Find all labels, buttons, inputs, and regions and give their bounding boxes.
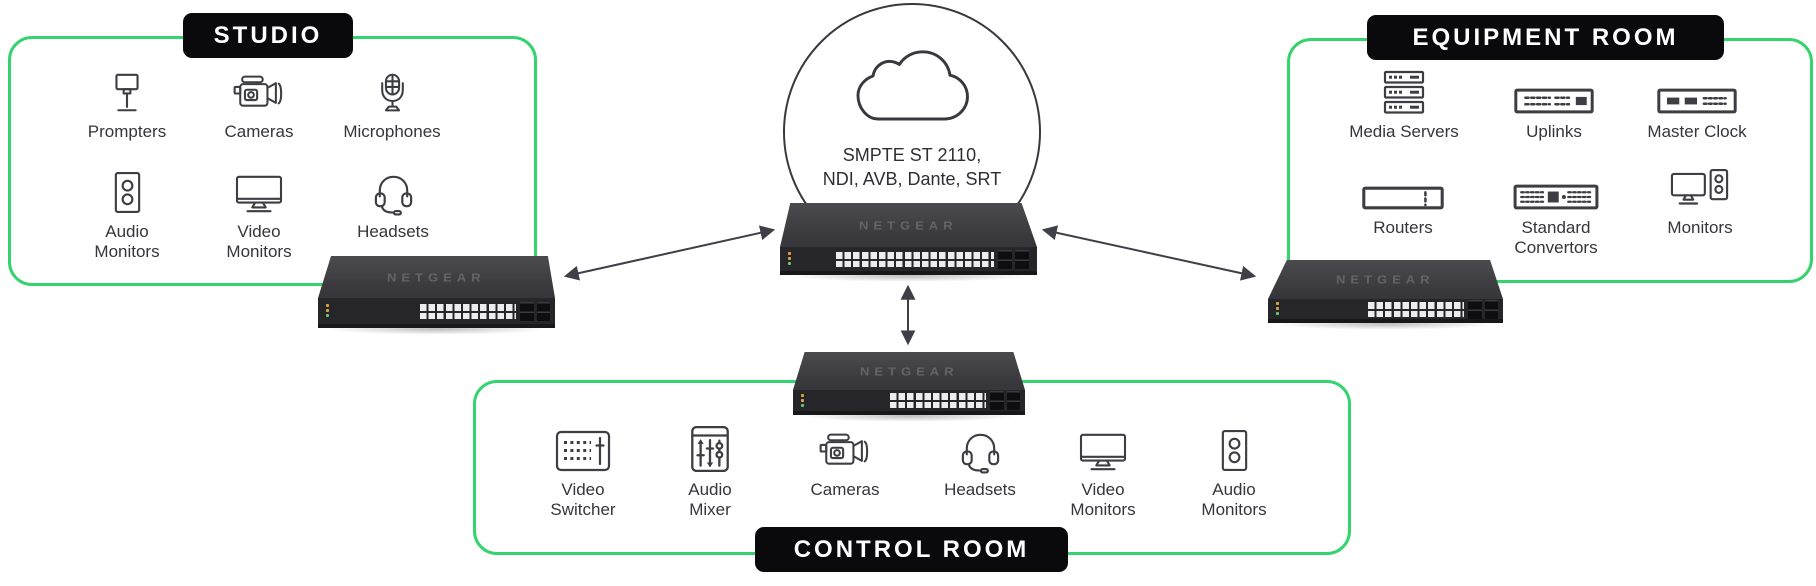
item-label: Audio Mixer [688,480,732,520]
core-network-switch: NETGEAR [780,203,1037,282]
item-label: Master Clock [1647,122,1747,141]
item-label: Headsets [357,222,429,241]
sfp-ports [1468,299,1498,319]
status-leds [1273,301,1287,317]
arrow-core-equipment [1041,225,1257,281]
status-leds [785,251,799,267]
item-label: Media Servers [1349,122,1459,141]
equipment-item-monitors: Monitors [1625,160,1775,238]
sfp-ports [998,249,1032,269]
studio-switch: NETGEAR [318,256,555,335]
status-leds [798,393,812,409]
item-label: Cameras [810,480,880,499]
item-label: Audio Monitors [1201,480,1267,520]
control-item-cameras: Cameras [770,422,920,500]
studio-item-audio-monitors: Audio Monitors [52,164,202,262]
control-item-video-monitors: Video Monitors [1028,422,1178,520]
equipment-item-media-servers: Media Servers [1329,64,1479,142]
netgear-logo: NETGEAR [1335,272,1436,287]
studio-item-microphones: Microphones [317,64,467,142]
item-label: Routers [1373,218,1433,237]
equipment-room-switch: NETGEAR [1268,260,1503,330]
netgear-logo: NETGEAR [858,218,959,232]
ethernet-ports [836,249,994,269]
protocol-line-1: SMPTE ST 2110, [842,145,982,165]
studio-item-headsets: Headsets [318,164,468,242]
control-item-audio-monitors: Audio Monitors [1159,422,1309,520]
ethernet-ports [890,391,986,410]
equipment-item-routers: Routers [1328,160,1478,238]
protocol-list: SMPTE ST 2110, NDI, AVB, Dante, SRT [785,143,1039,192]
item-label: Audio Monitors [94,222,160,262]
netgear-logo: NETGEAR [859,364,959,378]
item-label: Headsets [944,480,1016,499]
sfp-ports [520,301,550,321]
item-label: Video Monitors [226,222,292,262]
control-item-video-switcher: Video Switcher [508,422,658,520]
sfp-ports [990,391,1020,410]
ethernet-ports [420,301,516,321]
netgear-logo: NETGEAR [386,270,487,284]
equipment-room-zone-title: EQUIPMENT ROOM [1367,15,1724,60]
protocol-line-2: NDI, AVB, Dante, SRT [822,169,1002,190]
studio-item-cameras: Cameras [184,64,334,142]
item-label: Video Monitors [1070,480,1136,520]
equipment-item-standard-convertors: Standard Convertors [1481,160,1631,258]
item-label: Prompters [87,122,167,141]
control-item-headsets: Headsets [905,422,1055,500]
arrow-studio-core [563,225,776,281]
equipment-item-uplinks: Uplinks [1479,64,1629,142]
equipment-item-master-clock: Master Clock [1622,64,1772,142]
status-leds [323,303,337,319]
ethernet-ports [1368,299,1464,319]
item-label: Video Switcher [550,480,616,520]
studio-zone-title: STUDIO [183,13,353,58]
control-room-zone-title: CONTROL ROOM [755,527,1068,572]
studio-item-video-monitors: Video Monitors [184,164,334,262]
item-label: Uplinks [1526,122,1582,141]
item-label: Microphones [343,122,441,141]
item-label: Cameras [224,122,294,141]
control-item-audio-mixer: Audio Mixer [635,422,785,520]
control-room-switch: NETGEAR [793,352,1025,422]
item-label: Monitors [1667,218,1733,237]
item-label: Standard Convertors [1514,218,1598,258]
studio-item-prompters: Prompters [52,64,202,142]
